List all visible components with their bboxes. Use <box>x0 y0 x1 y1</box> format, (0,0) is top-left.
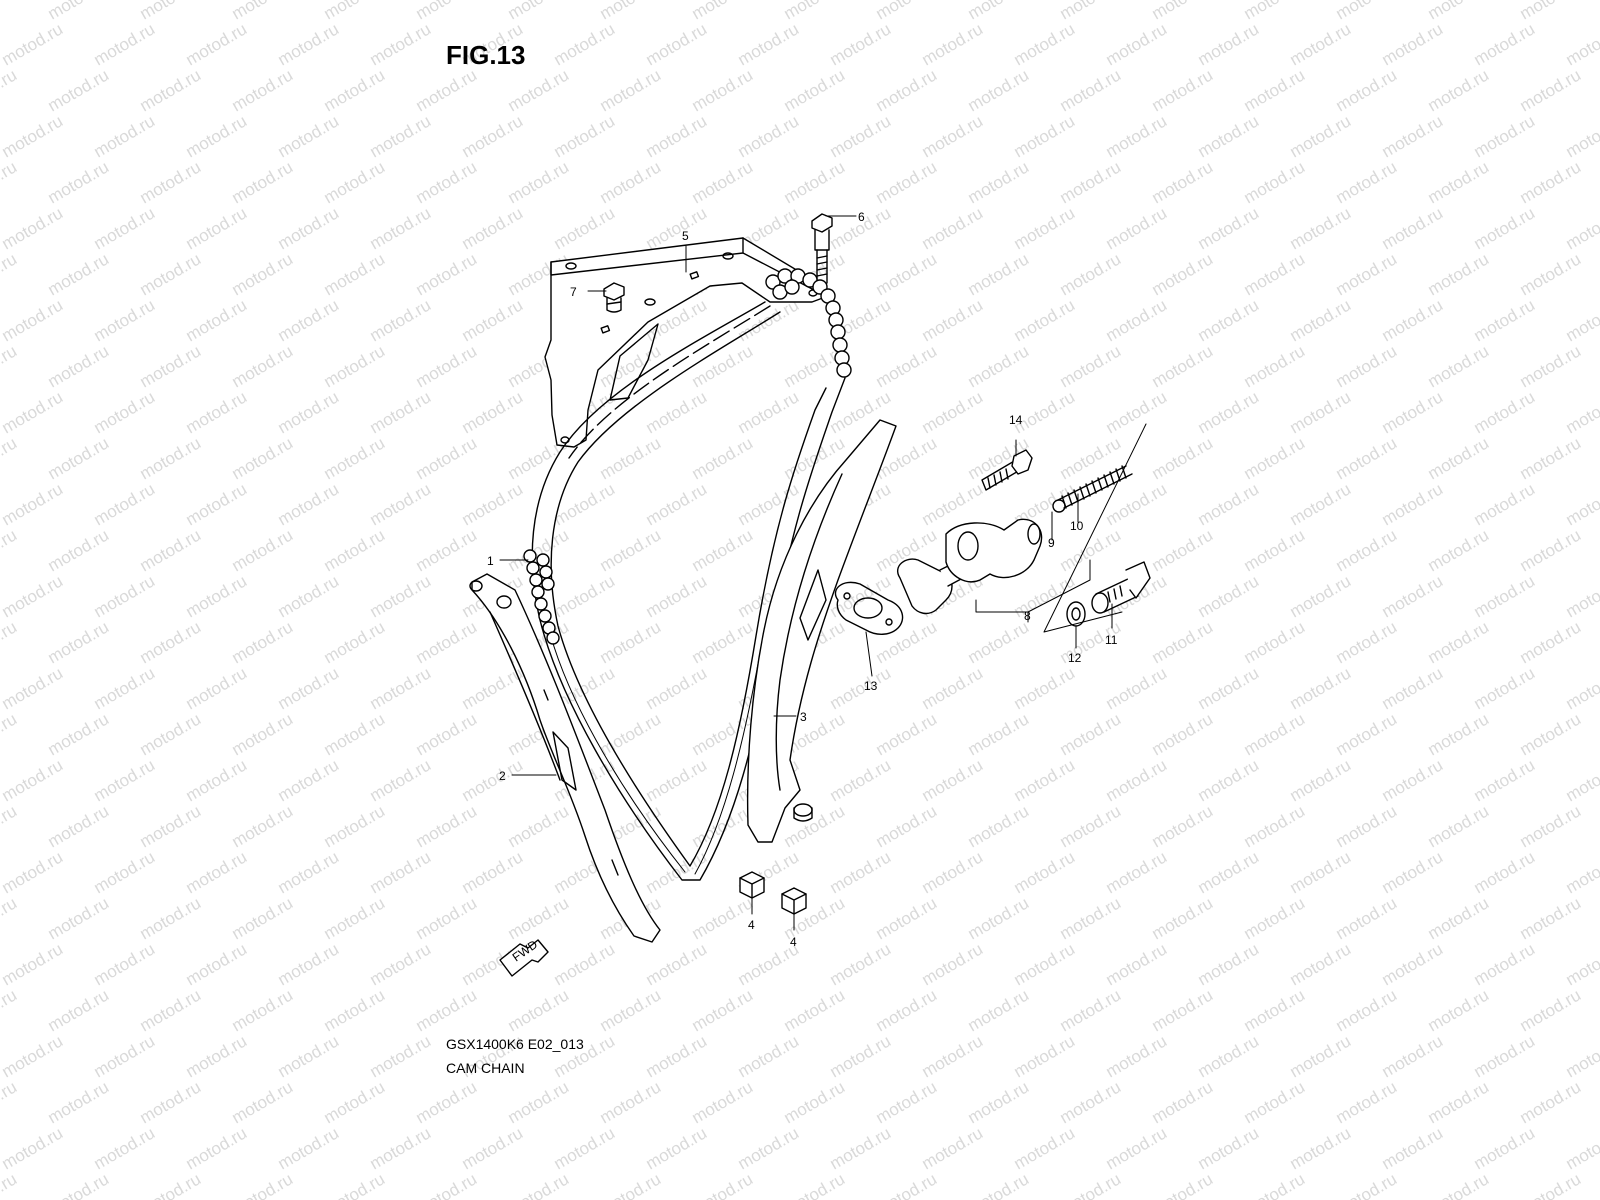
callout-8: 8 <box>1024 609 1031 623</box>
group-8-bracket <box>975 559 1091 623</box>
fwd-arrow: FWD <box>499 937 549 977</box>
callout-4b: 4 <box>790 935 797 949</box>
gasket-13 <box>834 581 904 635</box>
callout-13: 13 <box>864 679 878 693</box>
callout-10: 10 <box>1070 519 1084 533</box>
cam-chain-tensioner <box>897 518 1043 615</box>
callout-12: 12 <box>1068 651 1082 665</box>
front-chain-guide <box>469 573 661 943</box>
callout-6: 6 <box>858 210 865 224</box>
bolt-14 <box>981 449 1033 491</box>
callouts: 1 2 3 4 4 5 6 7 8 9 10 11 12 13 14 <box>487 210 1118 949</box>
figure-name: CAM CHAIN <box>446 1060 525 1076</box>
leader-lines <box>499 215 1113 931</box>
figure-code: GSX1400K6 E02_013 <box>446 1036 584 1052</box>
callout-1: 1 <box>487 554 494 568</box>
bolt-7 <box>603 282 625 313</box>
callout-14: 14 <box>1009 413 1023 427</box>
callout-11: 11 <box>1105 633 1118 647</box>
callout-2: 2 <box>499 769 506 783</box>
callout-7: 7 <box>570 285 577 299</box>
callout-5: 5 <box>682 229 689 243</box>
spring-10 <box>1057 465 1133 509</box>
figure-title: FIG.13 <box>446 40 526 70</box>
plug-11 <box>1091 561 1151 614</box>
callout-3: 3 <box>800 710 807 724</box>
damper-4a <box>739 871 765 899</box>
callout-4a: 4 <box>748 918 755 932</box>
group-triangle <box>1043 423 1147 633</box>
callout-9: 9 <box>1048 536 1055 550</box>
cam-chain <box>523 268 852 881</box>
rear-chain-guide <box>746 419 897 843</box>
damper-4b <box>781 887 807 915</box>
